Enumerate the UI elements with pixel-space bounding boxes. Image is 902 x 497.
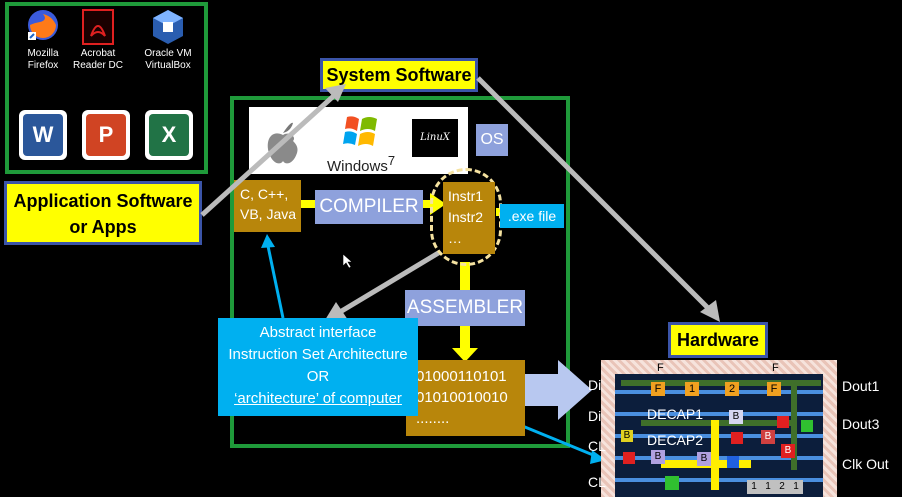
system-software-label: System Software [320, 58, 478, 92]
apps-to-system-arrowhead [325, 84, 346, 102]
pin-clk-out: Clk Out [842, 456, 889, 472]
pin-left-4: CL [588, 474, 606, 490]
pin-dout1: Dout1 [842, 378, 880, 394]
powerpoint-icon[interactable]: P [82, 110, 130, 160]
linux-logo: LinuX [412, 119, 458, 157]
system-to-hardware-arrowhead [700, 300, 720, 322]
assembler-arrow-head [452, 348, 478, 362]
chip-layout: F 1 2 F B B B B B B 1 1 2 1 DECAP1 DECAP… [601, 360, 837, 497]
cell-green-1 [665, 476, 679, 490]
rail-1 [615, 390, 823, 394]
system-to-hardware-arrow [476, 76, 714, 314]
decap2-label: DECAP2 [647, 432, 704, 448]
cell-b4: B [761, 430, 775, 444]
cell-2b: 2 [775, 480, 789, 494]
cell-1c: 1 [761, 480, 775, 494]
instructions-box: Instr1 Instr2 … [443, 182, 495, 254]
abstract-to-languages-arrowhead [261, 234, 275, 248]
abstract-line1: Abstract interface [259, 324, 377, 341]
cell-b1: B [621, 430, 633, 442]
acrobat-app[interactable]: Acrobat Reader DC [63, 8, 133, 72]
languages-box: C, C++, VB, Java [234, 180, 301, 232]
cell-1: 1 [685, 382, 699, 396]
cell-2: 2 [725, 382, 739, 396]
virtualbox-label: Oracle VM VirtualBox [144, 48, 192, 71]
rail-4 [615, 456, 823, 460]
cell-1d: 1 [789, 480, 803, 494]
cell-green-2 [801, 420, 813, 432]
rail-2 [615, 412, 823, 416]
cell-b5: B [781, 444, 795, 458]
excel-icon[interactable]: X [145, 110, 193, 160]
cell-red-3 [777, 416, 789, 428]
word-letter: W [23, 114, 63, 156]
decap1-label: DECAP1 [647, 406, 704, 422]
compiler-box: COMPILER [315, 190, 423, 224]
instr-to-abstract-arrow [338, 249, 442, 315]
windows-label: Windows7 [327, 153, 395, 175]
cell-1b: 1 [747, 480, 761, 494]
chip-top-f-left: F [657, 362, 664, 374]
apps-box [5, 2, 208, 174]
acrobat-label: Acrobat Reader DC [72, 48, 124, 71]
acrobat-icon [82, 9, 114, 45]
abstract-to-languages-arrow [266, 245, 285, 319]
cell-b6: B [697, 452, 711, 466]
rail-5 [615, 478, 823, 482]
windows-version: 7 [387, 153, 396, 168]
binary-to-chip-thin-arrow [519, 423, 599, 459]
windows-icon [343, 116, 377, 146]
mouse-cursor-icon [343, 254, 353, 268]
virtualbox-app[interactable]: Oracle VM VirtualBox [133, 8, 203, 72]
wire-yellow-v [711, 420, 719, 490]
apps-to-system-arrow [200, 90, 340, 217]
exe-file-box: .exe file [500, 204, 564, 228]
pin-left-2: Di [588, 408, 602, 424]
system-software-box [230, 96, 570, 448]
os-label: OS [476, 124, 508, 156]
powerpoint-letter: P [86, 114, 126, 156]
linux-text: LinuX [420, 132, 450, 143]
assembler-box: ASSEMBLER [405, 290, 525, 326]
binary-to-chip-arrow [525, 360, 592, 420]
cell-red-1 [623, 452, 635, 464]
word-icon[interactable]: W [19, 110, 67, 160]
abstract-line2: Instruction Set Architecture [228, 346, 408, 363]
binary-box: 01000110101 01010010010 ........ [406, 360, 525, 436]
cell-f1: F [651, 382, 665, 396]
apple-icon [267, 122, 298, 164]
cell-blue-1 [727, 456, 739, 468]
wire-v [791, 380, 797, 470]
instr-to-abstract-arrowhead [325, 302, 348, 320]
firefox-app[interactable]: Mozilla Firefox [8, 8, 78, 72]
pin-left-3: CL [588, 438, 606, 454]
abstract-line3: OR [306, 368, 330, 385]
chip-top-f-right: F [772, 362, 779, 374]
cell-red-2 [731, 432, 743, 444]
firefox-icon [28, 10, 58, 40]
rail-3 [615, 434, 823, 438]
abstract-interface-box: Abstract interface Instruction Set Archi… [218, 318, 418, 416]
firefox-label: Mozilla Firefox [27, 48, 59, 71]
hardware-label: Hardware [668, 322, 768, 358]
application-software-label: Application Software or Apps [4, 181, 202, 245]
excel-letter: X [149, 114, 189, 156]
pin-left-1: Di [588, 377, 602, 393]
pin-dout3: Dout3 [842, 416, 880, 432]
windows-text: Windows [327, 158, 388, 175]
wire-top [621, 380, 821, 386]
cell-f2: F [767, 382, 781, 396]
cell-b3: B [651, 450, 665, 464]
cell-b2: B [729, 410, 743, 424]
virtualbox-icon [153, 10, 183, 44]
abstract-line4: ‘architecture’ of computer [234, 390, 402, 407]
